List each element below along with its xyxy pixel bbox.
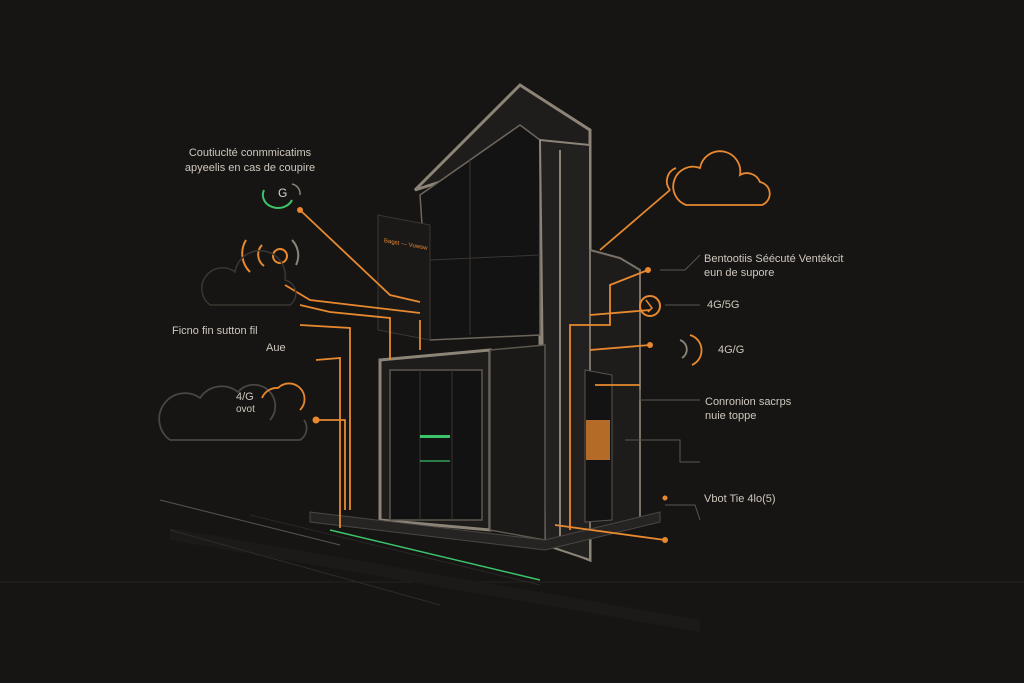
wire [569,269,649,530]
building [309,83,661,563]
wire [299,209,421,303]
label-4g-right: 4G/G [718,344,745,356]
entrance-doors [389,369,483,521]
road-edge [249,514,541,586]
wire [316,419,346,510]
label-continuity-title: Coutiuclté conmmicatims [188,147,312,159]
base-slab [309,511,661,551]
wire [589,344,651,351]
label-connection-sub: nuie toppe [705,410,757,422]
cloud-icon [158,382,308,441]
road-edge [169,529,441,606]
label-4g-left: 4/G [236,391,254,403]
wire [315,357,341,528]
wireless-badge-label: G [278,186,288,200]
label-4g-left-sub: ovot [236,404,255,415]
label-bottom-right: Vbot Tie 4lo(5) [704,493,776,505]
wire [589,309,651,316]
cloud-icon [201,250,297,306]
wire-nodes [297,207,668,543]
label-security-sub: eun de supore [704,267,775,279]
label-aux: Aue [266,342,286,354]
label-continuity-subtitle: apyeelis en cas de coupire [184,162,316,174]
signal-ring-icon [241,239,300,273]
wiring [284,189,671,541]
wire [299,324,351,510]
wire [599,189,671,251]
wireless-badge-icon [261,183,301,209]
pin-icon [639,295,661,317]
tower-window [419,124,541,341]
label-connection: Conronion sacrps [705,396,792,408]
door-status-light [420,435,450,438]
lit-window [586,420,610,460]
cloud-icon [665,150,771,206]
label-fiber: Ficno fin sutton fil [172,325,258,337]
signal-waves-icon [679,334,703,366]
green-ground-line [329,529,541,581]
wire [299,304,391,360]
leader-lines [159,254,701,546]
ground-plane [170,528,700,632]
label-4g5g: 4G/5G [707,299,740,311]
label-security: Bentootiis Séécuté Ventékcit [704,253,844,265]
wire [284,284,421,314]
wire [554,524,666,541]
